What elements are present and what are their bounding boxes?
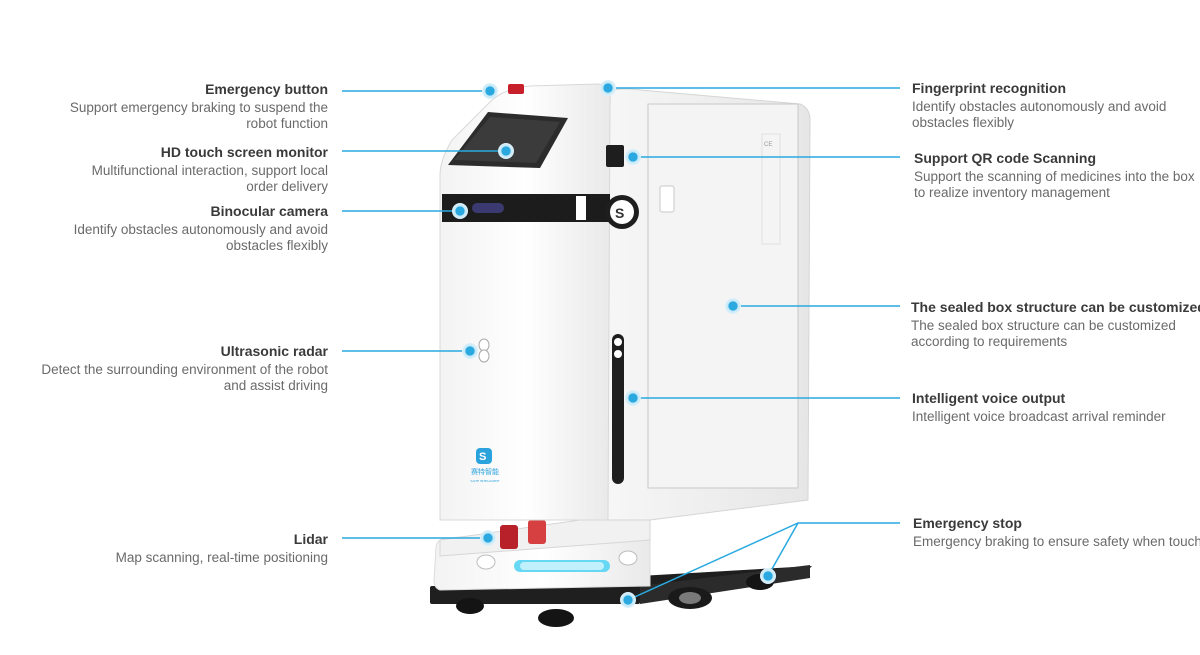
emergency-stop-title: Emergency stop bbox=[913, 515, 1022, 531]
label-ultrasonic-radar: Ultrasonic radar Detect the surrounding … bbox=[0, 342, 328, 394]
hd-touch-desc-line2: order delivery bbox=[246, 179, 328, 194]
emergency-button-desc-line1: Support emergency braking to suspend the bbox=[69, 100, 328, 115]
emergency-button-desc: Support emergency braking to suspend the… bbox=[0, 100, 328, 132]
qr-code-desc-line1: Support the scanning of medicines into t… bbox=[914, 169, 1195, 184]
label-lidar: Lidar Map scanning, real-time positionin… bbox=[0, 530, 328, 566]
robot-body: CE S S bbox=[439, 83, 811, 521]
label-emergency-button: Emergency button Support emergency braki… bbox=[0, 80, 328, 132]
voice-desc: Intelligent voice broadcast arrival remi… bbox=[912, 409, 1166, 424]
hd-touch-desc: Multifunctional interaction, support loc… bbox=[0, 163, 328, 195]
label-sealed-box: The sealed box structure can be customiz… bbox=[911, 298, 1200, 350]
robot-logo: S bbox=[476, 448, 492, 464]
connector-lines bbox=[342, 87, 900, 601]
indicator-dots bbox=[452, 80, 776, 608]
lidar-title: Lidar bbox=[293, 531, 328, 547]
robot-logo-cn: 赛特智能 bbox=[471, 468, 499, 476]
label-hd-touch-screen: HD touch screen monitor Multifunctional … bbox=[0, 143, 328, 195]
robot-logo-en: SAITE INTELLIGENT bbox=[470, 479, 500, 483]
binocular-desc: Identify obstacles autonomously and avoi… bbox=[0, 222, 328, 254]
fingerprint-title: Fingerprint recognition bbox=[912, 80, 1066, 96]
hd-touch-title: HD touch screen monitor bbox=[160, 144, 328, 160]
label-emergency-stop: Emergency stop Emergency braking to ensu… bbox=[913, 514, 1200, 550]
robot-logo-text: 赛特智能 SAITE INTELLIGENT bbox=[468, 468, 502, 485]
ultrasonic-title: Ultrasonic radar bbox=[220, 343, 328, 359]
emergency-button-title: Emergency button bbox=[205, 81, 328, 97]
lidar-desc: Map scanning, real-time positioning bbox=[115, 550, 328, 565]
svg-text:S: S bbox=[615, 205, 624, 221]
label-binocular-camera: Binocular camera Identify obstacles auto… bbox=[0, 202, 328, 254]
sealed-box-desc-line2: according to requirements bbox=[911, 334, 1068, 349]
fingerprint-desc-line1: Identify obstacles autonomously and avoi… bbox=[912, 99, 1167, 114]
hd-touch-desc-line1: Multifunctional interaction, support loc… bbox=[91, 163, 328, 178]
sealed-box-desc: The sealed box structure can be customiz… bbox=[911, 318, 1200, 350]
binocular-desc-line2: obstacles flexibly bbox=[225, 238, 328, 253]
binocular-title: Binocular camera bbox=[210, 203, 329, 219]
emergency-stop-desc: Emergency braking to ensure safety when … bbox=[913, 534, 1200, 549]
svg-text:S: S bbox=[479, 451, 486, 463]
label-voice-output: Intelligent voice output Intelligent voi… bbox=[912, 389, 1200, 425]
label-qr-code: Support QR code Scanning Support the sca… bbox=[914, 149, 1200, 201]
binocular-desc-line1: Identify obstacles autonomously and avoi… bbox=[73, 222, 328, 237]
fingerprint-desc: Identify obstacles autonomously and avoi… bbox=[912, 99, 1200, 131]
emergency-button-desc-line2: robot function bbox=[246, 116, 328, 131]
ultrasonic-desc: Detect the surrounding environment of th… bbox=[0, 362, 328, 394]
robot-chassis bbox=[430, 509, 812, 627]
label-fingerprint: Fingerprint recognition Identify obstacl… bbox=[912, 79, 1200, 131]
ultrasonic-desc-line2: and assist driving bbox=[223, 378, 328, 393]
sealed-box-title: The sealed box structure can be customiz… bbox=[911, 299, 1200, 315]
sealed-box-desc-line1: The sealed box structure can be customiz… bbox=[911, 318, 1176, 333]
qr-code-desc-line2: to realize inventory management bbox=[914, 185, 1110, 200]
qr-code-desc: Support the scanning of medicines into t… bbox=[914, 169, 1200, 201]
qr-code-title: Support QR code Scanning bbox=[914, 150, 1097, 166]
svg-text:CE: CE bbox=[764, 142, 772, 148]
voice-title: Intelligent voice output bbox=[912, 390, 1066, 406]
fingerprint-desc-line2: obstacles flexibly bbox=[912, 115, 1015, 130]
ultrasonic-desc-line1: Detect the surrounding environment of th… bbox=[41, 362, 328, 377]
